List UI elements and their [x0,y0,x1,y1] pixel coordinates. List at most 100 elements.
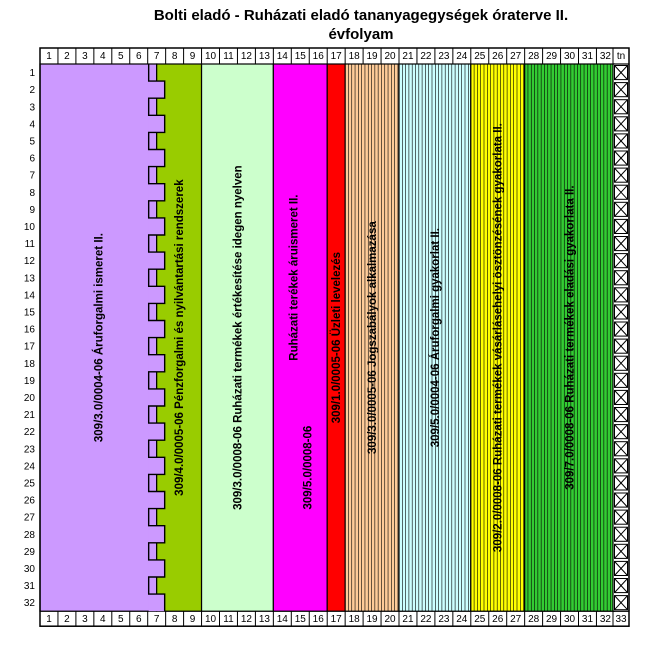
col-footer-label: 31 [582,614,594,625]
row-label: 3 [29,102,35,113]
row-label: 6 [29,154,35,165]
block-label: 309/3.0/0004-06 Áruforgalmi ismeret II. [92,233,105,442]
block-label: 309/2.0/0008-06 Ruházati termékek vásárl… [493,123,505,552]
col-footer-label: 19 [367,614,379,625]
block-6 [344,63,400,612]
col-header-label: 26 [492,51,504,62]
row-label: 29 [24,547,36,558]
row-label: 28 [24,530,36,541]
tn-cross [614,65,628,80]
col-header-label: 21 [402,51,414,62]
tooth-purple [148,457,165,475]
tooth-purple [148,423,165,441]
tn-cross [614,287,628,303]
tn-cell [614,133,628,149]
tooth-purple [148,525,165,543]
tn-cross [614,458,628,474]
tn-cell [614,475,628,491]
col-footer-label: 23 [438,614,450,625]
block-3 [200,63,274,612]
row-label: 21 [24,410,36,421]
row-label: 4 [29,119,35,130]
row-label: 27 [24,513,36,524]
block-label: 309/4.0/0005-06 Pénzforgalmi és nyilvánt… [174,179,186,496]
row-label: 30 [24,564,36,575]
tn-cross [614,390,628,405]
tooth-purple [148,491,165,509]
row-label: 24 [24,461,36,472]
tn-cross [614,219,628,234]
tn-cross [614,253,628,269]
col-header-label: 29 [546,51,558,62]
tn-cell [614,99,628,115]
tooth-purple [148,252,165,270]
tn-cell [614,201,628,217]
block-label: 309/5.0/0004-06 Áruforgalmi gyakorlat II… [429,228,442,447]
block-label: 309/1.0/0005-06 Üzleti levelezés [330,252,343,423]
tooth-purple [148,217,165,235]
tn-cell [614,253,628,269]
row-label: 16 [24,325,36,336]
row-label: 17 [24,342,36,353]
col-header-label: 19 [367,51,379,62]
col-header-label: 7 [154,51,160,62]
col-header-label: 27 [510,51,522,62]
row-label: 22 [24,427,36,438]
col-footer-label: 12 [241,614,253,625]
tooth-purple [148,149,165,167]
tn-cross [614,201,628,217]
col-header-label: 23 [438,51,450,62]
block-7 [398,63,472,612]
col-header-label: 2 [64,51,70,62]
chart-title-line1: Bolti eladó - Ruházati eladó tananyagegy… [153,7,569,24]
tn-cell [614,338,628,354]
tn-cell [614,372,628,388]
col-header-label: tn [617,51,625,62]
col-header-label: 1 [46,51,52,62]
col-footer-label: 14 [277,614,289,625]
col-footer-label: 3 [82,614,88,625]
row-label: 7 [29,171,35,182]
row-label: 32 [24,598,36,609]
col-header-label: 32 [600,51,612,62]
tn-cross [614,133,628,149]
col-footer-label: 11 [223,614,234,625]
tn-cross [614,99,628,115]
tn-cross [614,338,628,354]
col-header-label: 30 [564,51,576,62]
tn-cell [614,184,628,200]
block-label: Ruházati terékek áruismeret II. [288,195,300,361]
tooth-purple [148,320,165,338]
row-label: 31 [24,581,36,592]
col-header-label: 9 [190,51,196,62]
tn-cell [614,150,628,166]
col-footer-label: 13 [259,614,271,625]
tn-cross [614,321,628,337]
tn-cross [614,578,628,593]
tn-cell [614,355,628,371]
col-footer-label: 4 [100,614,106,625]
tn-cell [614,509,628,525]
row-label: 1 [29,68,35,79]
col-footer-label: 16 [313,614,325,625]
col-footer-label: 33 [615,614,627,625]
col-footer-label: 28 [528,614,540,625]
col-footer-label: 17 [331,614,343,625]
tn-cell [614,270,628,286]
col-footer-label: 7 [154,614,160,625]
tn-cell [614,321,628,337]
row-label: 23 [24,444,36,455]
col-header-label: 10 [205,51,217,62]
row-label: 15 [24,307,36,318]
col-header-label: 13 [259,51,271,62]
row-label: 10 [24,222,36,233]
col-header-label: 8 [172,51,178,62]
tooth-purple [148,286,165,304]
block-8 [470,63,526,612]
tn-cross [614,184,628,200]
col-header-label: 15 [295,51,307,62]
col-footer-label: 5 [118,614,124,625]
col-footer-label: 8 [172,614,178,625]
block-label: 309/7.0/0008-06 Ruházati termékek eladás… [565,185,577,489]
row-label: 11 [25,239,36,250]
